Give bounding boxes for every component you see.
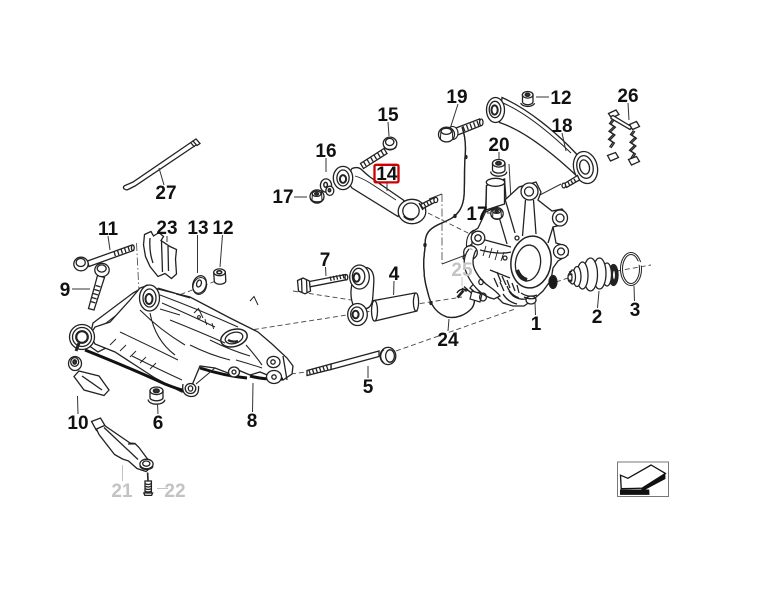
svg-text:13: 13 (187, 218, 208, 239)
svg-text:17: 17 (272, 187, 293, 208)
svg-text:24: 24 (437, 330, 459, 351)
svg-text:12: 12 (550, 88, 571, 109)
svg-text:1: 1 (531, 314, 542, 335)
svg-text:15: 15 (377, 105, 399, 126)
svg-text:5: 5 (363, 377, 374, 398)
svg-text:9: 9 (60, 280, 71, 301)
svg-text:25: 25 (451, 260, 473, 281)
svg-text:12: 12 (212, 218, 233, 239)
svg-text:7: 7 (320, 250, 331, 271)
svg-text:2: 2 (592, 307, 603, 328)
svg-text:11: 11 (98, 219, 119, 240)
svg-text:17: 17 (466, 204, 487, 225)
svg-text:18: 18 (551, 116, 572, 137)
svg-text:4: 4 (389, 264, 400, 285)
svg-text:21: 21 (111, 481, 133, 502)
svg-text:16: 16 (315, 141, 336, 162)
svg-text:8: 8 (247, 411, 258, 432)
svg-text:6: 6 (153, 413, 164, 434)
svg-text:23: 23 (156, 218, 177, 239)
svg-text:26: 26 (617, 86, 638, 107)
svg-text:20: 20 (488, 135, 509, 156)
svg-text:14: 14 (376, 164, 398, 185)
svg-text:19: 19 (446, 87, 467, 108)
svg-text:3: 3 (630, 300, 641, 321)
svg-text:22: 22 (164, 481, 185, 502)
svg-text:10: 10 (67, 413, 88, 434)
svg-text:27: 27 (155, 183, 176, 204)
